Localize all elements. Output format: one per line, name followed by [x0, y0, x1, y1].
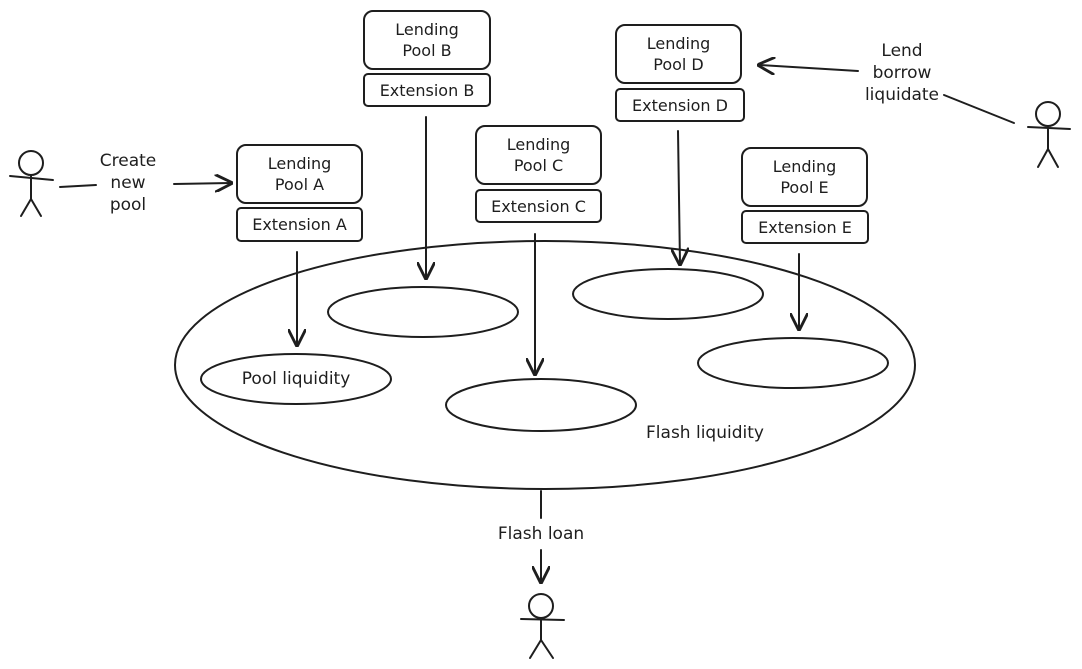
flash-liquidity-label: Flash liquidity: [646, 423, 764, 443]
arrow-create-pool: [173, 183, 231, 184]
pool-liquidity-ellipse-c: [445, 378, 637, 432]
lend-borrow-liquidate-label: Lend borrow liquidate: [864, 41, 940, 105]
lender-figure: [1027, 101, 1071, 168]
lending-pool-c-box[interactable]: Lending Pool C: [475, 125, 602, 185]
lending-pool-a-label: Lending Pool A: [267, 154, 332, 194]
extension-b-label: Extension B: [379, 80, 475, 100]
arrow-extension-d: [678, 130, 680, 264]
extension-a-box[interactable]: Extension A: [236, 207, 363, 242]
pool-creator-figure: [9, 150, 54, 217]
flash-borrower-figure: [520, 593, 565, 659]
lending-pool-d-box[interactable]: Lending Pool D: [615, 24, 742, 84]
pool-liquidity-ellipse-a: [200, 353, 392, 405]
arrow-lend-borrow-right: [943, 94, 1015, 124]
pool-liquidity-ellipse-d: [572, 268, 764, 320]
extension-e-box[interactable]: Extension E: [741, 210, 869, 244]
lending-pool-d-label: Lending Pool D: [646, 34, 711, 74]
lending-pool-b-label: Lending Pool B: [395, 20, 459, 60]
extension-e-label: Extension E: [758, 217, 852, 237]
lending-pool-a-box[interactable]: Lending Pool A: [236, 144, 363, 204]
flash-loan-label: Flash loan: [497, 524, 585, 544]
pool-liquidity-ellipse-b: [327, 286, 519, 338]
arrow-lend-borrow: [759, 65, 859, 71]
extension-c-label: Extension C: [491, 196, 586, 216]
extension-d-label: Extension D: [632, 95, 728, 115]
flash-liquidity-ellipse: [174, 240, 916, 490]
extension-b-box[interactable]: Extension B: [363, 73, 491, 107]
extension-c-box[interactable]: Extension C: [475, 189, 602, 223]
lending-pool-b-box[interactable]: Lending Pool B: [363, 10, 491, 70]
lending-pool-e-box[interactable]: Lending Pool E: [741, 147, 868, 207]
lending-pool-c-label: Lending Pool C: [506, 135, 571, 175]
arrow-create-pool-left: [59, 184, 97, 188]
lending-pool-e-label: Lending Pool E: [772, 157, 837, 197]
pool-liquidity-label: Pool liquidity: [241, 369, 351, 389]
pool-liquidity-ellipse-e: [697, 337, 889, 389]
extension-d-box[interactable]: Extension D: [615, 88, 745, 122]
extension-a-label: Extension A: [252, 215, 347, 234]
create-new-pool-label: Create new pool: [99, 151, 157, 215]
